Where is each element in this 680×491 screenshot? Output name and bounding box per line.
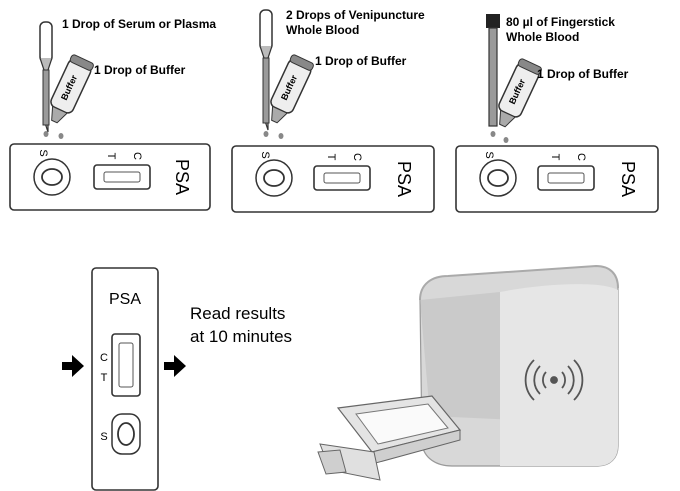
device-s-label: S — [259, 151, 271, 158]
reading-section: PSA C T S — [62, 264, 619, 491]
cassette-tray — [317, 395, 462, 481]
arrow-right-icon — [62, 355, 84, 377]
drop — [490, 131, 496, 137]
device-t-label: T — [105, 153, 117, 160]
read-instruction-line2: at 10 minutes — [190, 327, 293, 346]
buffer-bottle: Buffer — [498, 58, 542, 128]
vertical-cassette: PSA C T S — [91, 267, 159, 491]
device-s-label: S — [483, 151, 495, 158]
device-s-label: S — [37, 149, 49, 156]
cassette-name: PSA — [109, 291, 141, 308]
step2-sample-label-line2: Whole Blood — [286, 23, 360, 37]
cassette-c-label: C — [100, 352, 108, 364]
drop — [503, 137, 509, 143]
drop — [278, 133, 284, 139]
read-instruction-line1: Read results — [190, 304, 286, 323]
capillary-tube — [486, 14, 500, 137]
step3-sample-label-line1: 80 µl of Fingerstick — [506, 15, 615, 29]
drop — [43, 131, 49, 137]
device-name: PSA — [618, 161, 638, 197]
step1-buffer-label: 1 Drop of Buffer — [94, 63, 186, 77]
step2-buffer-label: 1 Drop of Buffer — [315, 54, 407, 68]
device-c-label: C — [351, 153, 363, 161]
device-t-label: T — [549, 154, 561, 161]
step-3: Buffer S T C PSA — [455, 14, 659, 213]
drop — [263, 131, 269, 137]
device-name: PSA — [394, 161, 414, 197]
test-device: S T C PSA — [231, 145, 435, 213]
cassette-s-label: S — [100, 431, 107, 443]
step-2: Buffer S T C PSA — [231, 9, 435, 213]
test-device: S T C PSA — [9, 143, 211, 211]
device-t-label: T — [325, 154, 337, 161]
nfc-icon — [524, 359, 584, 401]
buffer-bottle: Buffer — [50, 54, 94, 124]
test-device: S T C PSA — [455, 145, 659, 213]
step3-buffer-label: 1 Drop of Buffer — [537, 67, 629, 81]
device-c-label: C — [575, 153, 587, 161]
device-name: PSA — [172, 159, 192, 195]
drop — [58, 133, 64, 139]
step-1: Buffer S T C PSA — [9, 21, 211, 211]
capillary-plunger — [486, 14, 500, 28]
step1-sample-label: 1 Drop of Serum or Plasma — [62, 17, 217, 31]
buffer-bottle: Buffer — [270, 54, 314, 124]
arrow-right-icon — [164, 355, 186, 377]
step2-sample-label-line1: 2 Drops of Venipuncture — [286, 8, 425, 22]
reader-device — [317, 264, 619, 481]
cassette-t-label: T — [101, 372, 108, 384]
step3-sample-label-line2: Whole Blood — [506, 30, 580, 44]
dropper-pipette — [259, 9, 273, 137]
dropper-pipette — [39, 21, 53, 137]
device-c-label: C — [131, 152, 143, 160]
